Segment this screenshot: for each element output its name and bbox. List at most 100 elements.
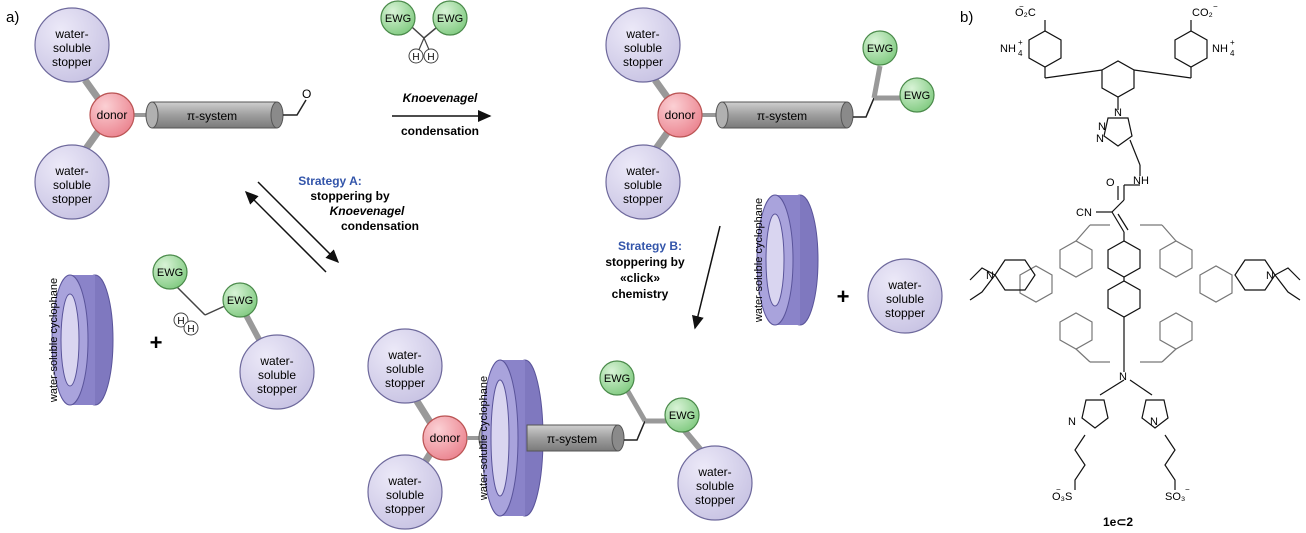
svg-text:stopper: stopper (385, 502, 425, 516)
pi-system-cylinder: π-system (145, 101, 284, 129)
benzene-ring-central (1101, 60, 1135, 98)
aldehyde-precursor: water- soluble stopper water- soluble st… (34, 7, 311, 220)
svg-text:stopper: stopper (385, 376, 425, 390)
stopper-circle: water- soluble stopper (239, 334, 315, 410)
ewg-circle: EWG (432, 0, 468, 36)
nitrile-cn: CN (1076, 207, 1092, 219)
strategy-a-text: Strategy A: stoppering by Knoevenagel co… (298, 174, 419, 233)
svg-text:π-system: π-system (187, 109, 237, 123)
svg-text:water-: water- (887, 278, 921, 292)
svg-text:N: N (1150, 416, 1158, 428)
ewg-circle: EWG (862, 30, 898, 66)
carboxylate-left: O₂C (1015, 7, 1036, 19)
svg-text:soluble: soluble (386, 488, 424, 502)
svg-text:water-: water- (625, 164, 659, 178)
svg-text:π-system: π-system (757, 109, 807, 123)
ewg-circle: EWG (152, 254, 188, 290)
ewg-circle: EWG (222, 282, 258, 318)
reaction-label-top: Knoevenagel (403, 91, 478, 105)
benzene-ring-top-left (1028, 30, 1062, 68)
central-amine-n: N (1119, 371, 1127, 383)
pi-system-cylinder: π-system (715, 101, 854, 129)
svg-text:H: H (177, 316, 184, 327)
plus-sign: + (150, 330, 163, 355)
ewg-reagent-top: EWG EWG H H (380, 0, 468, 64)
svg-text:soluble: soluble (886, 292, 924, 306)
strategy-b-text: Strategy B: stoppering by «click» chemis… (605, 239, 685, 301)
svg-text:EWG: EWG (227, 295, 253, 307)
strategy-a-arrows (244, 181, 340, 273)
svg-text:donor: donor (430, 431, 461, 445)
svg-text:condensation: condensation (341, 219, 419, 233)
sulfonate-right: SO₃ (1165, 491, 1185, 503)
triazole-ring-left (1081, 399, 1109, 429)
strategy-b-arrow (692, 225, 721, 330)
svg-text:EWG: EWG (385, 13, 411, 25)
svg-text:soluble: soluble (258, 368, 296, 382)
cyclophane-ring-right: water-soluble cyclophane (753, 194, 819, 326)
aldehyde-bond (283, 99, 307, 116)
ewg-circle: EWG (599, 360, 635, 396)
svg-text:water-soluble cyclophane: water-soluble cyclophane (478, 376, 490, 501)
svg-text:−: − (1213, 2, 1218, 11)
svg-text:«click»: «click» (620, 271, 660, 285)
knoevenagel-arrow: Knoevenagel condensation (392, 91, 492, 138)
compound-label: 1e⊂2 (1103, 515, 1133, 529)
stopper-circle: water- soluble stopper (677, 445, 753, 521)
reaction-label-bottom: condensation (401, 124, 479, 138)
svg-text:donor: donor (665, 108, 696, 122)
stopper-circle: water- soluble stopper (367, 454, 443, 530)
svg-text:Knoevenagel: Knoevenagel (330, 204, 405, 218)
svg-text:N: N (1068, 416, 1076, 428)
svg-text:stoppering by: stoppering by (310, 189, 390, 203)
ewg-circle: EWG (664, 397, 700, 433)
svg-text:4: 4 (1018, 49, 1023, 58)
piperidinium-right: N (1266, 270, 1274, 282)
svg-text:H: H (187, 324, 194, 335)
svg-text:water-: water- (697, 465, 731, 479)
triazole-ring-right (1141, 399, 1169, 429)
svg-text:N: N (1098, 121, 1106, 133)
stopper-text: stopper (52, 192, 92, 206)
triazole-n: N (1114, 107, 1122, 119)
plus-sign: + (837, 284, 850, 309)
svg-text:EWG: EWG (157, 267, 183, 279)
aldehyde-o: O (302, 87, 311, 101)
strategy-b-title: Strategy B: (618, 239, 682, 253)
stopper-text: water- (54, 164, 88, 178)
svg-text:H: H (427, 52, 434, 63)
stopper-circle: water- soluble stopper (34, 144, 110, 220)
ewg-stopper-reagent: EWG EWG H H water- soluble stopper (152, 254, 315, 410)
svg-text:4: 4 (1230, 49, 1235, 58)
amide-nh: NH (1133, 175, 1149, 187)
svg-text:H: H (412, 52, 419, 63)
ewg-circle: EWG (380, 0, 416, 36)
ammonium-left: NH (1000, 43, 1016, 55)
molecule-1e-2 (969, 20, 1301, 490)
carboxylate-right: CO₂ (1192, 7, 1213, 19)
cyclophane-ring-left: water-soluble cyclophane (48, 274, 114, 406)
svg-text:stoppering by: stoppering by (605, 255, 685, 269)
panel-b-label: b) (960, 9, 973, 26)
svg-text:+: + (1018, 38, 1023, 47)
svg-text:EWG: EWG (604, 373, 630, 385)
svg-text:+: + (1230, 38, 1235, 47)
piperidinium-left: N (986, 270, 994, 282)
ammonium-right: NH (1212, 43, 1228, 55)
svg-text:donor: donor (97, 108, 128, 122)
stopper-circle: water- soluble stopper (605, 7, 681, 83)
svg-text:EWG: EWG (669, 410, 695, 422)
svg-text:N: N (1096, 133, 1104, 145)
cyclophane-label: water-soluble cyclophane (48, 278, 60, 403)
pi-system-label: π-system (547, 432, 597, 446)
svg-text:water-: water- (387, 348, 421, 362)
svg-text:soluble: soluble (696, 479, 734, 493)
svg-text:soluble: soluble (624, 41, 662, 55)
svg-text:stopper: stopper (695, 493, 735, 507)
donor-circle: donor (89, 92, 135, 138)
donor-circle: donor (657, 92, 703, 138)
svg-text:EWG: EWG (437, 13, 463, 25)
dye-product: water- soluble stopper water- soluble st… (605, 7, 935, 220)
svg-text:water-: water- (625, 27, 659, 41)
